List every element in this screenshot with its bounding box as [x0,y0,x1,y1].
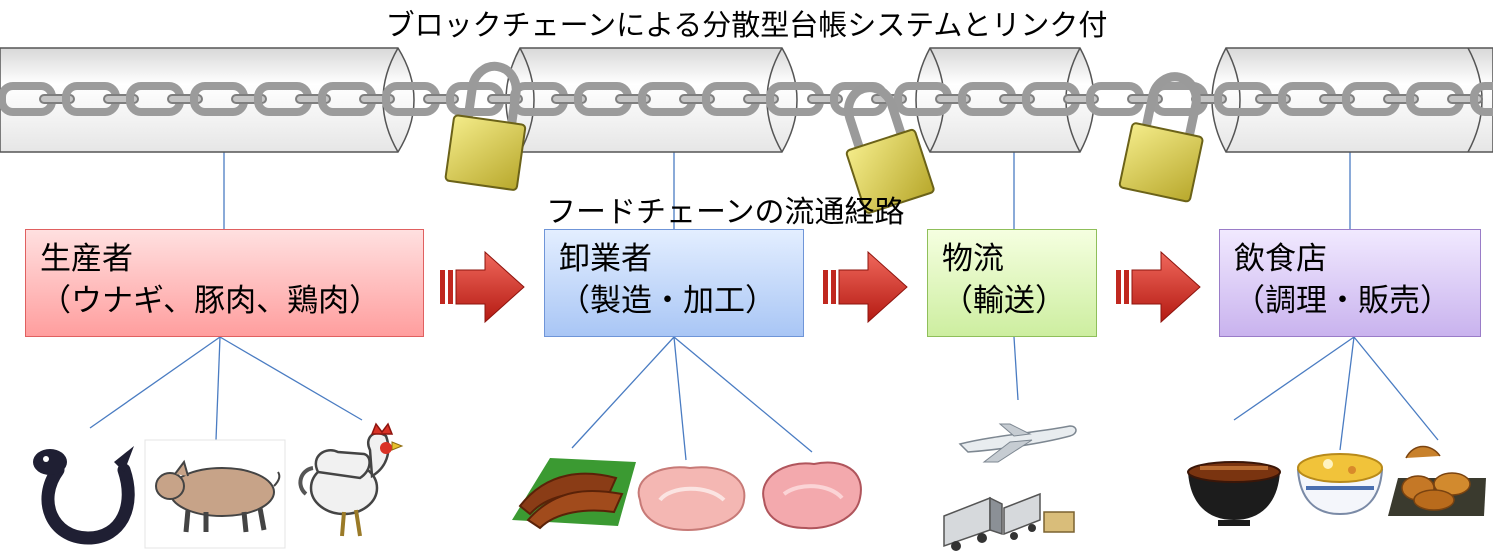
trucks-icon [943,492,1075,551]
stage-wholesaler: 卸業者 （製造・加工） [544,229,804,337]
tube-connectors [223,150,1351,229]
ledger-tube-1 [0,47,415,153]
stage-detail: （調理・販売） [1234,283,1451,319]
chicken-meat-icon [762,461,862,530]
stage-name: 飲食店 [1234,241,1327,277]
padlock-icon [844,83,935,214]
stage-restaurant: 飲食店 （調理・販売） [1219,229,1481,337]
page-title: ブロックチェーンによる分散型台帳システムとリンク付 [385,8,1108,42]
pig-icon [144,439,286,549]
unagi-bowl-icon [1187,461,1281,526]
flow-arrow [1116,250,1201,324]
airplane-icon [958,423,1077,463]
grilled-eel-icon [512,458,636,530]
stage-detail: （製造・加工） [559,283,776,319]
ledger-tube-2 [505,47,798,153]
rooster-icon [298,422,404,537]
flow-arrow [823,250,908,324]
eel-icon [33,446,135,545]
pork-meat-icon [637,466,746,532]
blockchain-chain [0,82,1493,116]
stage-name: 卸業者 [559,241,652,277]
chain-link [1470,82,1493,116]
stage-detail: （輸送） [942,283,1066,319]
flow-title: フードチェーンの流通経路 [546,195,905,230]
stage-name: 物流 [942,241,1004,277]
oyakodon-icon [1296,453,1384,516]
item-connectors [89,336,1439,461]
padlock-icon [1118,72,1204,203]
stage-detail: （ウナギ、豚肉、鶏肉） [40,283,381,319]
stage-name: 生産者 [40,241,133,277]
stage-logistics: 物流 （輸送） [927,229,1097,337]
stage-producer: 生産者 （ウナギ、豚肉、鶏肉） [25,229,424,337]
fried-chicken-icon [1388,445,1486,516]
padlock-icon [444,61,527,191]
flow-arrow [440,250,525,324]
